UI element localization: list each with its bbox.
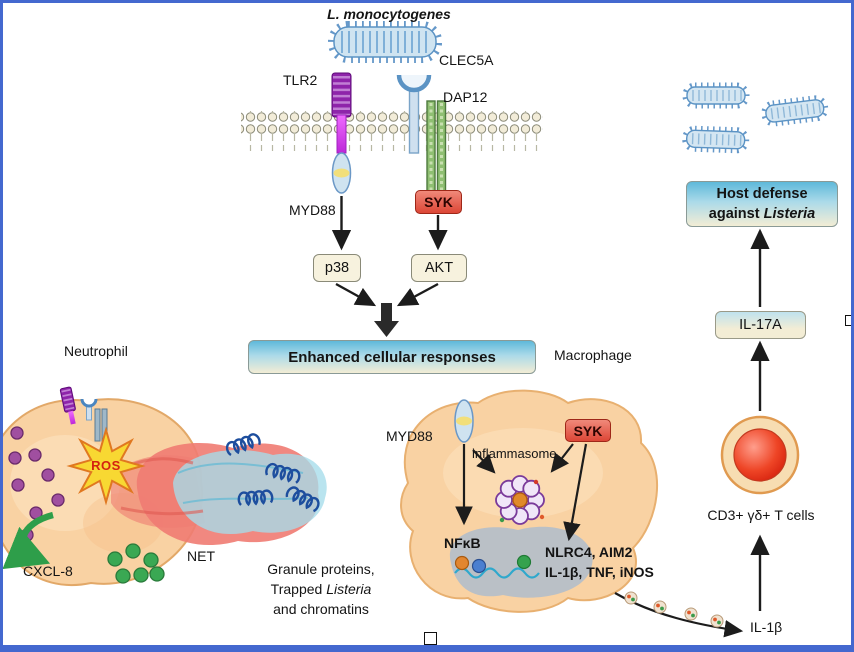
p38-box: p38 [313, 254, 361, 282]
arrow-myd88-to-inflammasome [472, 449, 496, 474]
akt-box: AKT [411, 254, 467, 282]
cleared-listeria-group [682, 82, 829, 154]
tlr2-receptor-icon [331, 72, 352, 154]
caption-trapped: Trapped [270, 581, 323, 597]
tcell-label: CD3+ γδ+ T cells [707, 507, 815, 523]
caption-line-2: Trapped Listeria [233, 579, 409, 599]
dna-strand-icon [454, 567, 540, 579]
ros-burst-icon [66, 426, 146, 506]
macrophage-label: Macrophage [554, 347, 632, 363]
host-defense-line-1: Host defense [716, 186, 808, 202]
host-listeria: Listeria [763, 206, 816, 222]
arrow-p38-converge [335, 282, 377, 307]
caption-line-1: Granule proteins, [267, 561, 375, 577]
transcription-factor-blue [471, 558, 487, 574]
macrophage-nucleus [449, 526, 593, 598]
syk-kinase-box: SYK [415, 190, 462, 214]
host-against: against [708, 206, 760, 222]
neutrophil-tlr2-icon [59, 386, 76, 425]
arrow-syk-to-inflammasome [550, 443, 574, 473]
myd88-label: MYD88 [289, 202, 336, 218]
sensors-label: NLRC4, AIM2 [545, 544, 633, 560]
transcription-factor-orange [454, 555, 470, 571]
arrow-thick-to-response [374, 303, 399, 337]
listeria-bacterium-icon [328, 21, 442, 63]
tlr2-label: TLR2 [283, 72, 318, 88]
net-caption: Granule proteins, Trapped Listeria and c… [233, 559, 409, 619]
cxcl8-secretion-arrow [3, 511, 54, 570]
clec5a-label: CLEC5A [439, 52, 494, 68]
caption-line-3: and chromatins [273, 601, 369, 617]
gamma-delta-tcell-icon [720, 415, 800, 495]
cytokines-label: IL-1β, TNF, iNOS [545, 564, 654, 580]
il17a-box: IL-17A [715, 311, 806, 339]
clec5a-receptor-icon [396, 74, 432, 154]
net-label: NET [187, 548, 215, 564]
dap12-label: DAP12 [443, 89, 488, 105]
nfkb-label: NFκB [444, 535, 481, 551]
bacterium-label: L. monocytogenes [327, 6, 451, 22]
macrophage-myd88-label: MYD88 [386, 428, 433, 444]
enhanced-responses-box: Enhanced cellular responses [248, 340, 536, 374]
macrophage-myd88-icon [454, 399, 474, 443]
secreted-protein-dots [107, 543, 165, 584]
caption-listeria: Listeria [326, 581, 372, 597]
myd88-adaptor-icon [331, 152, 352, 194]
diagram-canvas [3, 21, 829, 638]
net-structure [111, 431, 327, 546]
host-defense-line-2: against Listeria [709, 204, 815, 224]
neutrophil-clec5a-dap12-icon [80, 398, 108, 442]
macrophage-syk-box: SYK [565, 419, 611, 442]
inflammasome-complex-icon [495, 475, 545, 525]
host-defense-box: Host defense against Listeria [686, 181, 838, 227]
inflammasome-label: inflammasome [472, 446, 557, 461]
cxcl8-label: CXCL-8 [23, 563, 73, 579]
neutrophil-label: Neutrophil [64, 343, 128, 359]
resize-handle-bottom[interactable] [424, 632, 437, 645]
arrow-syk-to-sensors [563, 443, 588, 542]
transcription-factor-green [516, 554, 532, 570]
granule-dots [8, 426, 65, 542]
il1b-label: IL-1β [750, 619, 783, 635]
ros-label: ROS [91, 458, 121, 473]
il1b-particles [624, 591, 724, 628]
cell-membrane [241, 111, 543, 151]
arrow-akt-converge [396, 282, 439, 307]
resize-handle-right[interactable] [845, 315, 851, 326]
